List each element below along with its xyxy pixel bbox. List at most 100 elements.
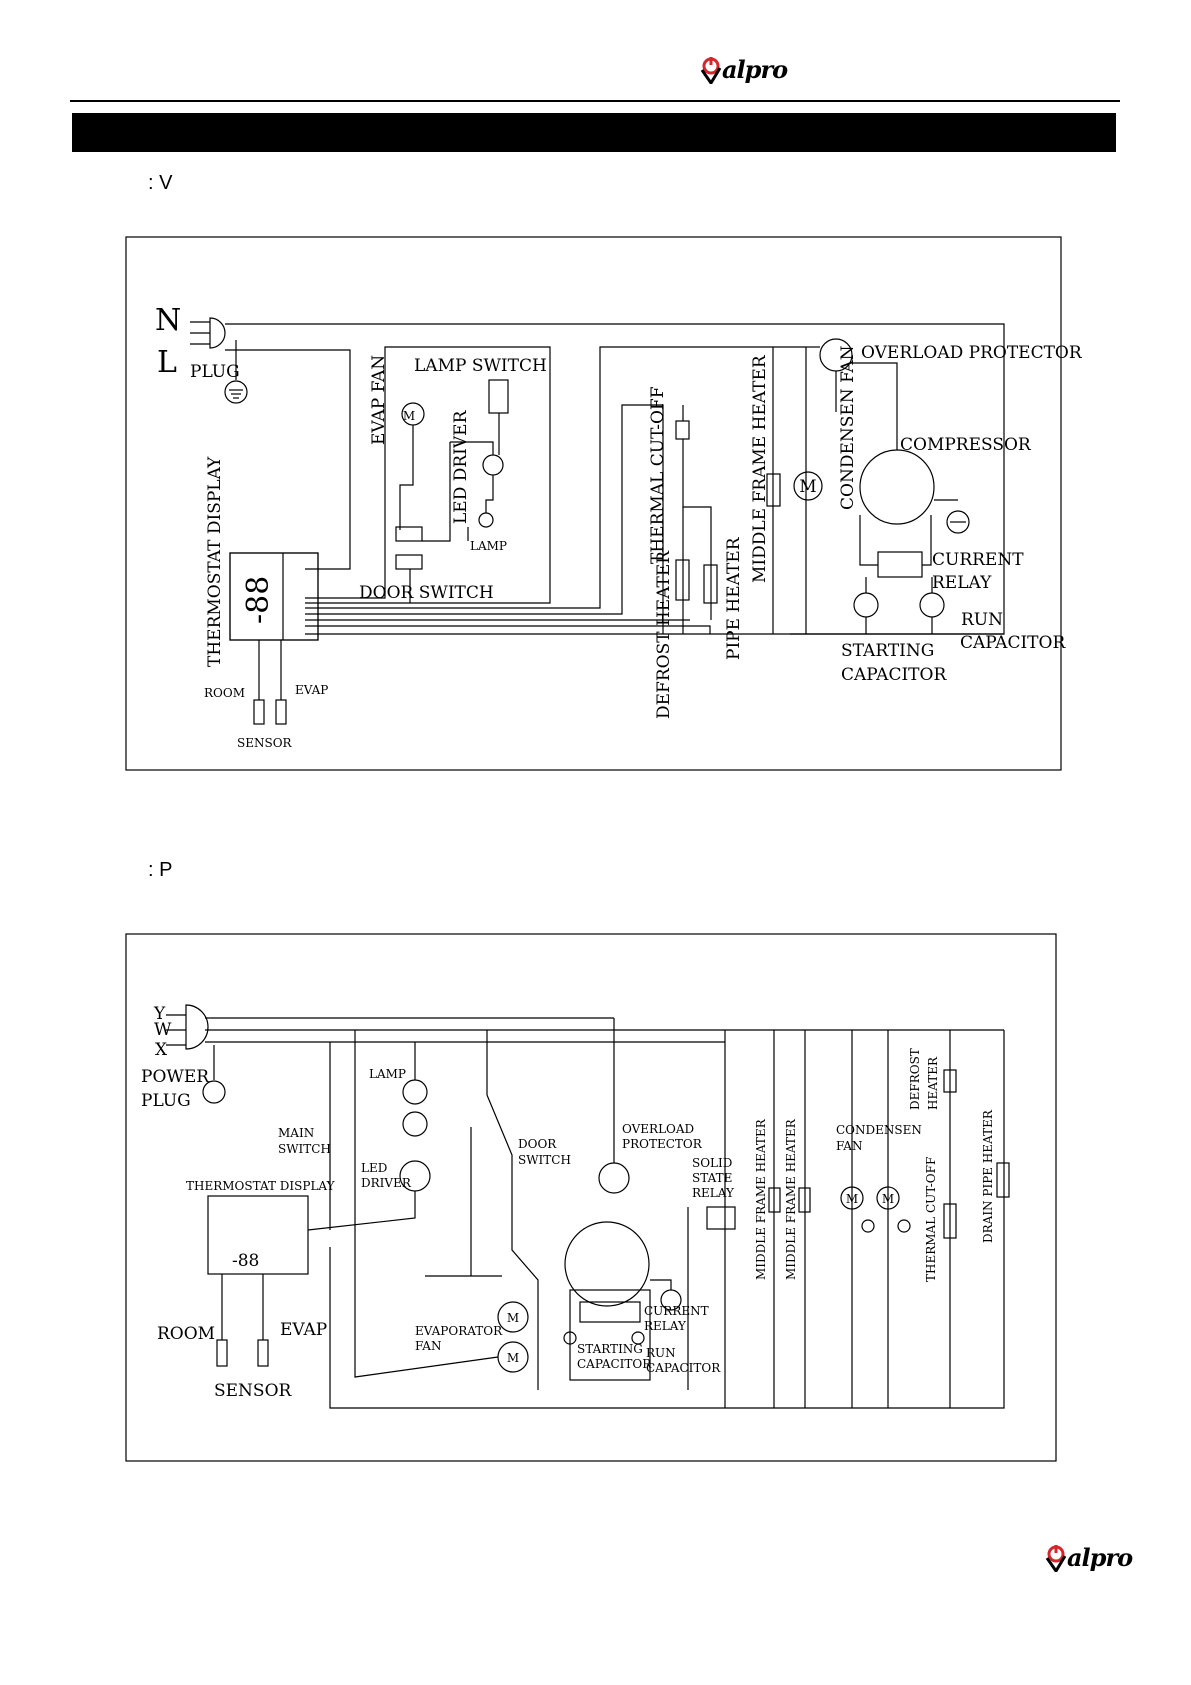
sensor-label: SENSOR xyxy=(214,1381,293,1401)
middle-frame-heater-label: MIDDLE FRAME HEATER xyxy=(750,354,770,583)
current-label: CURRENT xyxy=(644,1304,709,1318)
thermostat-display-label: THERMOSTAT DISPLAY xyxy=(205,456,225,667)
relay-label: RELAY xyxy=(644,1319,687,1333)
condensen-fan-motor-icon xyxy=(840,1186,864,1210)
run-capacitor-icon xyxy=(631,1331,645,1345)
run-capacitor-icon xyxy=(919,592,945,618)
thermal-cutoff-icon xyxy=(943,1203,957,1239)
thermostat-display-box xyxy=(207,1195,309,1275)
defrost-label: DEFROST xyxy=(908,1048,922,1110)
logo-mark-icon xyxy=(1045,1544,1067,1572)
door-switch-label: DOOR SWITCH xyxy=(359,583,494,603)
brand-logo: alpro xyxy=(700,55,788,84)
condensen-label: CONDENSEN xyxy=(836,1123,922,1137)
sensor-label: SENSOR xyxy=(237,736,293,750)
run-label: RUN xyxy=(646,1346,676,1360)
thermal-cutoff-label: THERMAL CUT-OFF xyxy=(924,1157,938,1282)
evaporator-label: EVAPORATOR xyxy=(415,1324,503,1338)
condensen-fan-label: FAN xyxy=(836,1139,862,1153)
ground-icon xyxy=(202,1080,226,1104)
solid-label: SOLID xyxy=(692,1156,732,1170)
compressor-icon xyxy=(564,1221,650,1307)
y-label: Y xyxy=(153,1004,166,1024)
x-label: X xyxy=(155,1040,168,1060)
evaporator-fan-motor-icon xyxy=(497,1301,529,1333)
overload-protector-label: OVERLOAD PROTECTOR xyxy=(861,343,1083,363)
brand-logo-footer: alpro xyxy=(1045,1543,1133,1572)
condensen-fan-motor-icon xyxy=(876,1186,900,1210)
pipe-heater-icon xyxy=(703,564,718,604)
run-capacitor-label: CAPACITOR xyxy=(646,1361,721,1375)
diagram1-caption: : V xyxy=(148,172,173,194)
n-label: N xyxy=(155,303,181,338)
logo-mark-icon xyxy=(700,56,722,84)
evaporator-fan-motor-label: M xyxy=(507,1311,519,1325)
middle-frame-heater-icon xyxy=(766,473,781,507)
overload-protector-icon xyxy=(598,1162,630,1194)
condensen-fan-motor-icon xyxy=(793,471,823,501)
ground-icon xyxy=(660,1289,682,1311)
diagram2-frame xyxy=(125,933,1057,1462)
starting-label: STARTING xyxy=(841,641,934,661)
middle-frame-heater-label: MIDDLE FRAME HEATER xyxy=(754,1118,768,1280)
current-label: CURRENT xyxy=(932,550,1024,570)
led-driver-icon xyxy=(482,454,504,476)
current-relay-icon xyxy=(579,1301,641,1323)
room-label: ROOM xyxy=(157,1324,215,1344)
lamp-switch-label: LAMP SWITCH xyxy=(414,356,547,376)
display-readout: -88 xyxy=(241,576,276,624)
compressor-label: COMPRESSOR xyxy=(900,435,1032,455)
ground-icon xyxy=(861,1219,875,1233)
middle-frame-heater-icon xyxy=(798,1187,811,1213)
middle-frame-heater-icon xyxy=(768,1187,781,1213)
condensen-fan-motor-label: M xyxy=(882,1192,894,1206)
drain-pipe-heater-icon xyxy=(996,1162,1010,1198)
logo-text: alpro xyxy=(1067,1543,1133,1572)
defrost-heater-label: DEFROST HEATER xyxy=(654,550,674,719)
door-switch-icon xyxy=(395,526,423,542)
evaporator-fan-motor-label: M xyxy=(507,1351,519,1365)
w-label: W xyxy=(154,1020,172,1040)
door-switch-label: SWITCH xyxy=(518,1153,571,1167)
door-label: DOOR xyxy=(518,1137,557,1151)
ground-icon xyxy=(224,380,248,404)
lamp-icon xyxy=(402,1079,428,1105)
lamp-label: LAMP xyxy=(369,1067,406,1081)
evap-label: EVAP xyxy=(295,683,328,697)
current-relay-icon xyxy=(877,551,923,578)
drain-pipe-heater-label: DRAIN PIPE HEATER xyxy=(981,1109,995,1243)
power-label: POWER xyxy=(141,1067,210,1087)
lamp-icon xyxy=(478,512,494,528)
compressor-icon xyxy=(859,449,935,525)
thermal-cutoff-icon xyxy=(675,420,690,440)
room-label: ROOM xyxy=(204,686,245,700)
ssr-relay-label: RELAY xyxy=(692,1186,735,1200)
pipe-heater-label: PIPE HEATER xyxy=(724,536,744,660)
diagram1-wiring xyxy=(190,317,1005,725)
plug-label: PLUG xyxy=(141,1091,191,1111)
overload-label: OVERLOAD xyxy=(622,1122,694,1136)
driver-label: DRIVER xyxy=(361,1176,412,1190)
evap-sensor-icon xyxy=(257,1339,269,1367)
main-switch-label: SWITCH xyxy=(278,1142,331,1156)
diagram1-frame xyxy=(125,236,1062,771)
starting-capacitor-icon xyxy=(563,1331,577,1345)
diagram2-wiring xyxy=(166,1004,1010,1409)
starting-label: STARTING xyxy=(577,1342,643,1356)
led-driver-label: LED DRIVER xyxy=(451,409,471,524)
ground-icon xyxy=(897,1219,911,1233)
lamp-label: LAMP xyxy=(470,539,507,553)
ground-icon xyxy=(946,510,970,534)
plug-label: PLUG xyxy=(190,362,240,382)
diagram2-labels: Y W X POWER PLUG LAMP MAIN SWITCH LED DR… xyxy=(141,1004,995,1401)
run-label: RUN xyxy=(961,610,1003,630)
run-capacitor-label: CAPACITOR xyxy=(960,633,1066,653)
middle-frame-heater-label: MIDDLE FRAME HEATER xyxy=(784,1118,798,1280)
display-readout: -88 xyxy=(232,1251,259,1271)
starting-capacitor-label: CAPACITOR xyxy=(841,665,947,685)
section-header-bar xyxy=(72,113,1116,152)
protector-label: PROTECTOR xyxy=(622,1137,703,1151)
room-sensor-icon xyxy=(253,699,265,725)
heater-label: HEATER xyxy=(926,1056,940,1110)
